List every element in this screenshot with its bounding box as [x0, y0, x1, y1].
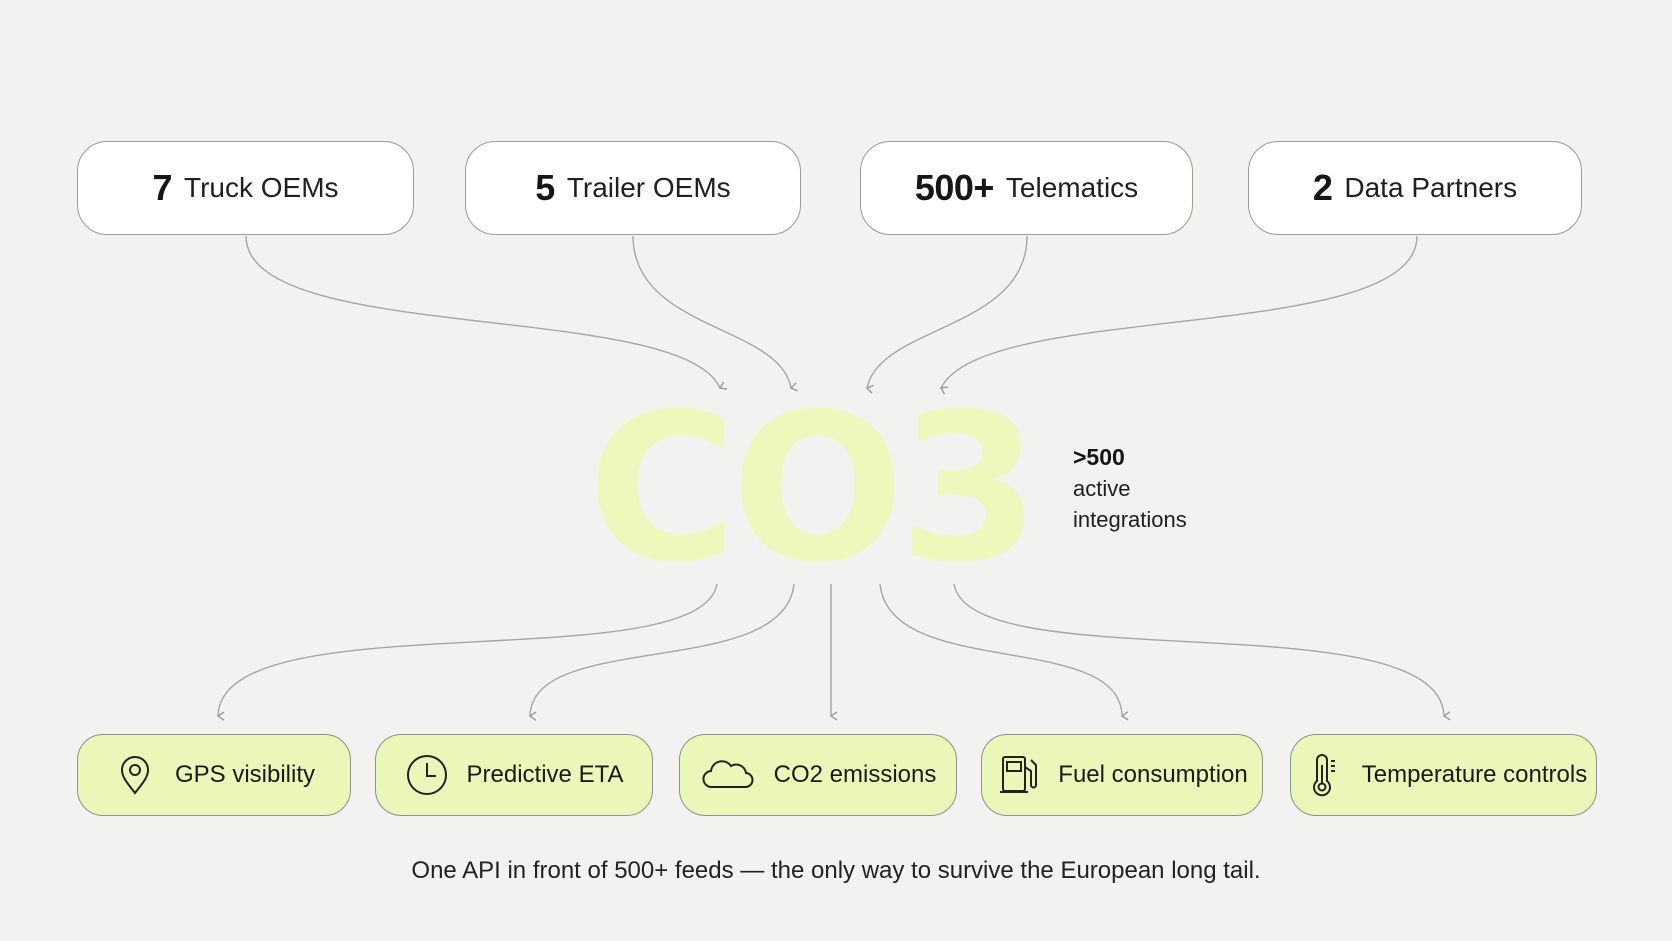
source-label: Data Partners	[1344, 172, 1518, 203]
fuel-pump-icon	[996, 753, 1040, 797]
output-fuel-consumption: Fuel consumption	[981, 734, 1263, 816]
integrations-stat: >500 active integrations	[1073, 442, 1187, 535]
co3-logo: CO3	[587, 371, 1040, 608]
arrow-telematics-to-hub	[867, 235, 1028, 388]
source-truck-oems: 7 Truck OEMs	[77, 141, 414, 235]
arrow-trailer-to-hub	[632, 235, 791, 388]
source-trailer-oems: 5 Trailer OEMs	[465, 141, 801, 235]
output-predictive-eta: Predictive ETA	[375, 734, 653, 816]
map-pin-icon	[113, 753, 157, 797]
stat-label-line2: integrations	[1073, 507, 1187, 532]
source-count: 500+	[914, 167, 995, 208]
output-co2-emissions: CO2 emissions	[679, 734, 957, 816]
source-data-partners: 2 Data Partners	[1248, 141, 1582, 235]
output-temperature-controls: Temperature controls	[1290, 734, 1597, 816]
arrow-hub-to-fuel	[879, 583, 1122, 716]
thermometer-icon	[1300, 753, 1344, 797]
cloud-icon	[700, 753, 756, 797]
stat-value: >500	[1073, 444, 1125, 470]
source-label: Truck OEMs	[184, 172, 339, 203]
arrow-hub-to-gps	[218, 583, 718, 716]
arrow-truck-to-hub	[245, 235, 720, 388]
source-label: Telematics	[1005, 172, 1139, 203]
arrow-hub-to-eta	[530, 583, 795, 716]
output-label: GPS visibility	[174, 761, 316, 788]
source-label: Trailer OEMs	[566, 172, 731, 203]
source-count: 7	[152, 167, 172, 208]
output-label: Predictive ETA	[466, 761, 624, 788]
source-telematics: 500+ Telematics	[860, 141, 1193, 235]
clock-icon	[405, 753, 449, 797]
source-count: 2	[1312, 167, 1333, 208]
source-count: 5	[535, 167, 555, 208]
output-label: Fuel consumption	[1058, 761, 1248, 788]
caption: One API in front of 500+ feeds — the onl…	[411, 857, 1261, 884]
stat-label-line1: active	[1073, 476, 1131, 501]
output-gps-visibility: GPS visibility	[77, 734, 351, 816]
arrow-hub-to-temp	[953, 583, 1444, 716]
output-label: CO2 emissions	[773, 761, 937, 788]
arrow-partners-to-hub	[941, 235, 1418, 388]
output-label: Temperature controls	[1361, 761, 1588, 788]
